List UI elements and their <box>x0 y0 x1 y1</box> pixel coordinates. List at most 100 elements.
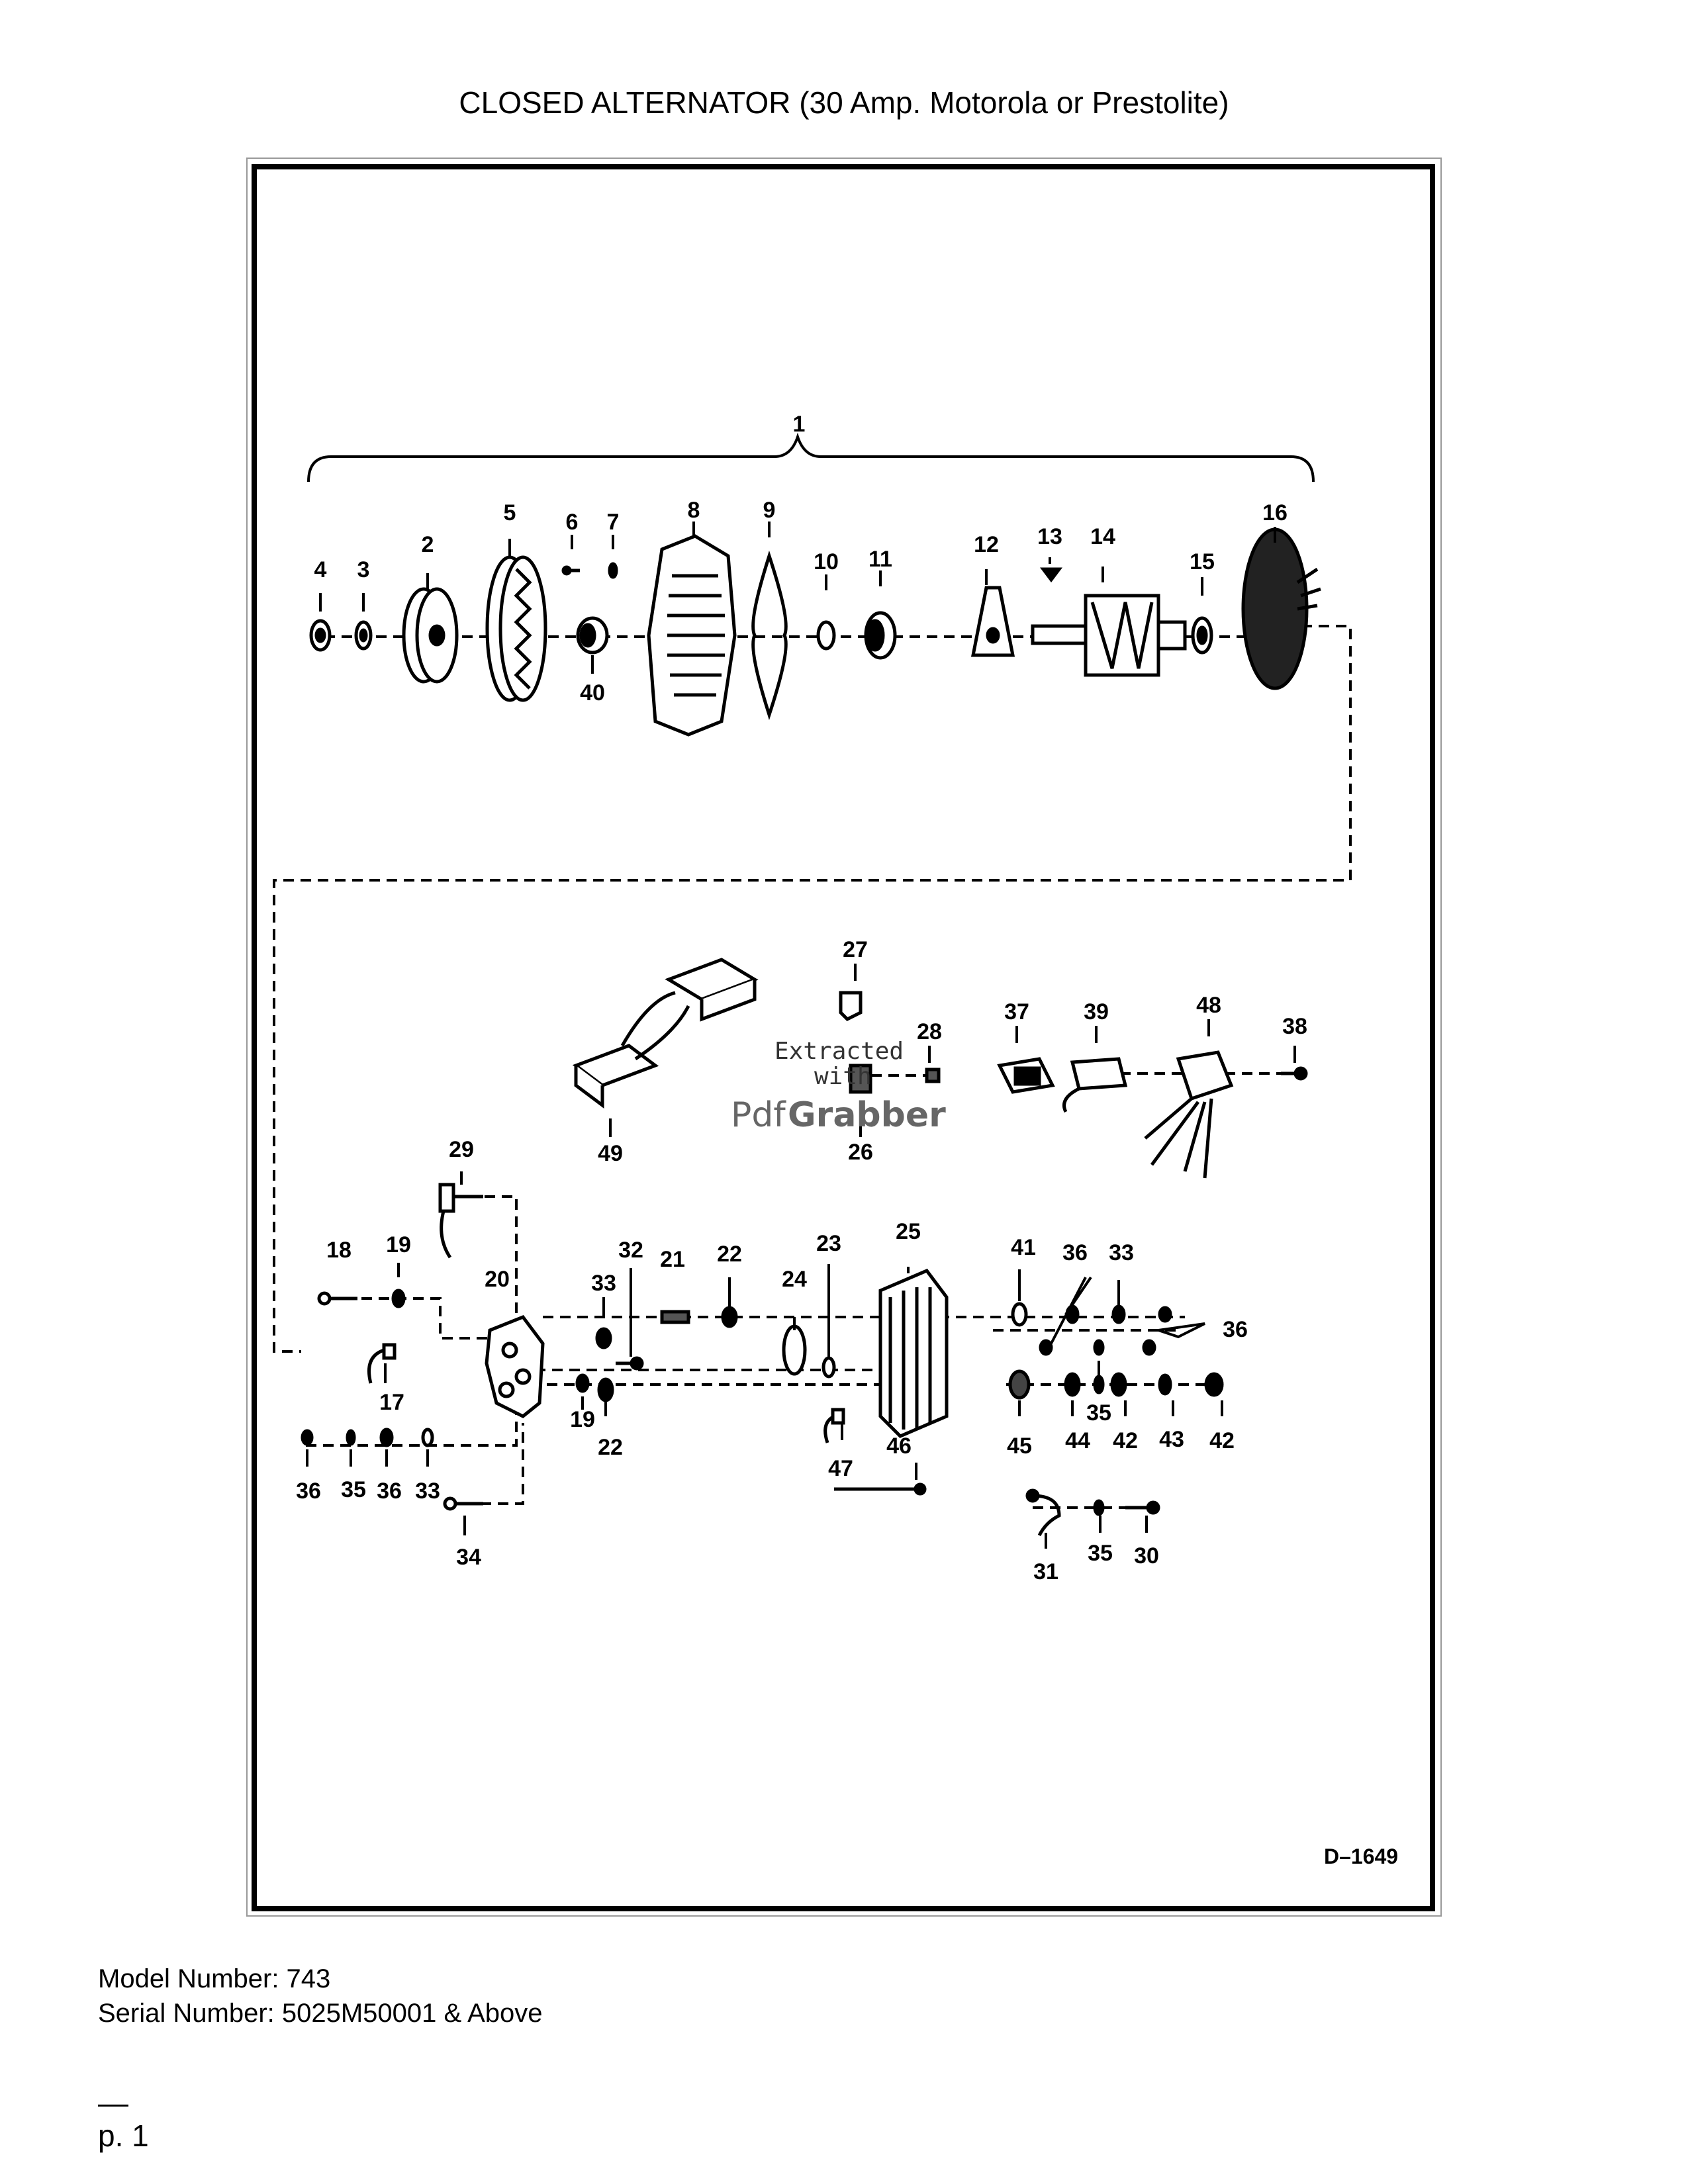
callout-29: 29 <box>449 1137 474 1162</box>
callout-labels: 1 2 3 4 5 6 7 8 9 10 11 12 13 14 15 16 4… <box>296 412 1307 1584</box>
terminal-part-29-icon <box>438 1183 483 1259</box>
callout-9: 9 <box>763 498 776 523</box>
key-part-13-icon <box>1040 567 1062 583</box>
diode-part-26-icon <box>849 1064 872 1094</box>
callout-45: 45 <box>1007 1433 1032 1459</box>
callout-36c: 36 <box>296 1479 321 1504</box>
callout-36d: 36 <box>377 1479 402 1504</box>
screw-part-6-icon <box>561 565 580 576</box>
washer-part-44-icon <box>1064 1372 1081 1397</box>
watermark-line1: Extracted <box>774 1038 904 1065</box>
washer-part-10-icon <box>816 620 836 651</box>
callout-36a: 36 <box>1062 1240 1088 1265</box>
callout-15: 15 <box>1190 549 1215 574</box>
watermark-brand-a: Pdf <box>731 1095 786 1135</box>
screw-part-30-icon <box>1125 1500 1160 1515</box>
callout-11: 11 <box>868 547 892 572</box>
callout-10: 10 <box>814 549 839 574</box>
callout-48: 48 <box>1196 993 1221 1018</box>
washer-part-33-right-icon <box>1111 1304 1126 1324</box>
insulator-part-45-icon <box>1008 1369 1031 1400</box>
callout-47: 47 <box>828 1456 853 1481</box>
callout-23: 23 <box>816 1231 841 1256</box>
washer-part-41-icon <box>1011 1302 1028 1327</box>
callout-35c: 35 <box>1088 1541 1113 1566</box>
page-number: p. 1 <box>98 2118 149 2153</box>
nut-part-42-icon <box>1110 1372 1127 1397</box>
callout-41: 41 <box>1011 1235 1036 1260</box>
terminal-part-17-icon <box>367 1343 397 1384</box>
drawing-number: D–1649 <box>1324 1844 1398 1868</box>
callout-40: 40 <box>580 680 605 705</box>
spring-washer-part-9-icon <box>751 550 788 721</box>
washer-part-35-left-icon <box>346 1429 356 1446</box>
seal-part-24-icon <box>782 1324 807 1376</box>
regulator-harness-part-48-icon <box>1144 1050 1234 1179</box>
retainer-part-12-icon <box>970 586 1015 657</box>
screw-part-34-icon <box>443 1496 483 1511</box>
callout-37: 37 <box>1004 999 1029 1024</box>
callout-12: 12 <box>974 532 999 557</box>
washer-part-35-low-icon <box>1093 1339 1105 1356</box>
serial-number: Serial Number: 5025M50001 & Above <box>98 1999 543 2028</box>
callout-7: 7 <box>607 510 620 535</box>
callout-36b: 36 <box>1223 1317 1248 1342</box>
nut-part-19-icon <box>575 1373 590 1393</box>
callout-35a: 35 <box>1086 1400 1111 1426</box>
callout-44: 44 <box>1065 1428 1090 1453</box>
diagram-frame <box>252 164 1435 1911</box>
screw-part-32-icon <box>616 1356 644 1371</box>
callout-38: 38 <box>1282 1014 1307 1039</box>
washer-part-19-icon <box>391 1289 406 1308</box>
callout-35b: 35 <box>341 1477 366 1502</box>
callout-34: 34 <box>456 1545 481 1570</box>
plug-part-7-icon <box>608 562 618 579</box>
fan-part-5-icon <box>485 555 547 702</box>
nut-part-28-icon <box>925 1068 941 1083</box>
nut-part-36-low-icon <box>1142 1339 1156 1356</box>
regulator-part-39-icon <box>1062 1057 1128 1113</box>
housing-part-25-icon <box>878 1268 949 1438</box>
nut-part-22-icon <box>597 1377 614 1402</box>
watermark-brand-b: Grabber <box>788 1095 946 1135</box>
assembly-brace <box>307 432 1315 482</box>
callout-32: 32 <box>618 1238 643 1263</box>
callout-5: 5 <box>504 500 516 525</box>
callout-25: 25 <box>896 1219 921 1244</box>
callout-43: 43 <box>1159 1427 1184 1452</box>
callout-22b: 22 <box>598 1435 623 1460</box>
arrow-36-icon <box>1158 1322 1205 1339</box>
callout-24: 24 <box>782 1267 807 1292</box>
callout-14: 14 <box>1090 524 1115 549</box>
callout-46: 46 <box>886 1433 912 1459</box>
callout-42a: 42 <box>1113 1428 1138 1453</box>
callout-21: 21 <box>660 1247 685 1272</box>
callout-19b: 19 <box>570 1407 595 1432</box>
callout-42b: 42 <box>1209 1428 1235 1453</box>
leader-lines <box>306 522 1296 1549</box>
callout-33b: 33 <box>1109 1240 1134 1265</box>
callout-18: 18 <box>326 1238 352 1263</box>
bearing-part-15-icon <box>1191 616 1213 655</box>
callout-3: 3 <box>357 557 370 582</box>
washer-part-3-icon <box>354 620 373 651</box>
callout-33c: 33 <box>415 1479 440 1504</box>
callout-20: 20 <box>485 1267 510 1292</box>
washer-part-33-icon <box>595 1327 612 1349</box>
washer-part-33-left-icon <box>421 1428 434 1447</box>
washer-part-23-icon <box>821 1356 836 1379</box>
end-plate-part-20-icon <box>485 1314 545 1418</box>
callout-39: 39 <box>1084 999 1109 1024</box>
callout-16: 16 <box>1262 500 1288 525</box>
washer-part-35-bottom-icon <box>1093 1499 1105 1516</box>
callout-33a: 33 <box>591 1271 616 1296</box>
callout-19a: 19 <box>386 1232 411 1257</box>
washer-part-36-low-icon <box>1039 1339 1053 1356</box>
screw-part-18-icon <box>317 1291 357 1306</box>
brush-set-part-49-icon <box>572 958 759 1109</box>
callout-27: 27 <box>843 937 868 962</box>
wire-part-31-icon <box>1025 1488 1061 1537</box>
washer-part-35-icon <box>1093 1375 1105 1394</box>
spacer-part-40-icon <box>576 616 609 655</box>
callout-1: 1 <box>793 412 806 437</box>
